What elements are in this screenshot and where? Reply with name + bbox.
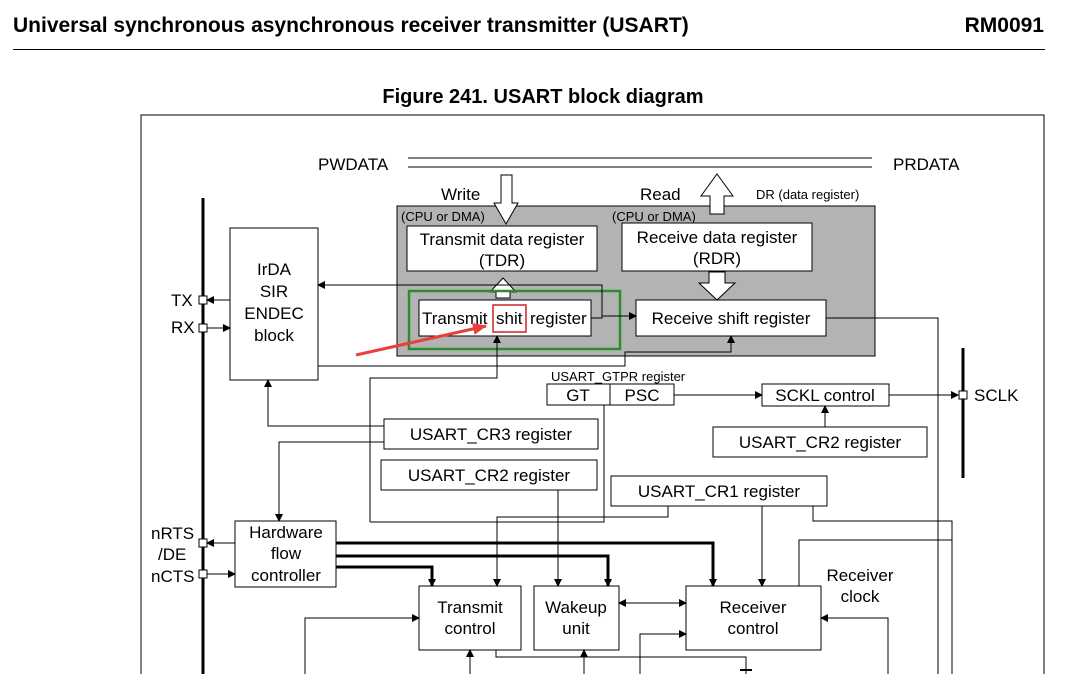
- dr-label: DR (data register): [756, 187, 859, 202]
- wakeup-unit-label-2: unit: [562, 619, 590, 638]
- transmit-shift-register-box: [418, 299, 592, 337]
- irda-label-1: IrDA: [257, 260, 292, 279]
- tdr-abbrev: (TDR): [479, 251, 525, 270]
- tdr-box: [406, 225, 598, 272]
- cr3-label: USART_CR3 register: [410, 425, 573, 444]
- header-rule: [13, 49, 1045, 50]
- write-label: Write: [441, 185, 480, 204]
- hw-flow-controller-box: [234, 520, 337, 588]
- sclk-pin: [958, 390, 968, 400]
- diagram-frame: [140, 114, 1045, 674]
- receiver-control-label-2: control: [727, 619, 778, 638]
- rdr-title: Receive data register: [637, 228, 798, 247]
- green-highlight: [407, 289, 622, 351]
- hw-flow-label-2: flow: [271, 544, 302, 563]
- cr2-left-box: [380, 459, 598, 491]
- sclk-label: SCLK: [974, 386, 1019, 405]
- hw-flow-label-1: Hardware: [249, 523, 323, 542]
- de-label: /DE: [158, 545, 186, 564]
- transmit-control-label-2: control: [444, 619, 495, 638]
- ncts-label: nCTS: [151, 567, 194, 586]
- tx-pin-label: TX: [171, 291, 193, 310]
- tx-pin: [198, 295, 208, 305]
- rx-pin: [198, 323, 208, 333]
- read-arrow: [700, 173, 734, 215]
- transmit-control-box: [418, 585, 522, 651]
- irda-block: [229, 227, 319, 381]
- typo-highlight: [492, 304, 527, 333]
- ncts-pin: [198, 569, 208, 579]
- sckl-control-label: SCKL control: [775, 386, 875, 405]
- irda-label-2: SIR: [260, 282, 288, 301]
- transmit-shift-label-a: Transmit: [422, 309, 488, 328]
- pwdata-label: PWDATA: [318, 155, 389, 174]
- rdr-box: [621, 222, 813, 272]
- rx-pin-label: RX: [171, 318, 195, 337]
- annotation-arrow: [355, 322, 487, 357]
- transmit-control-label-1: Transmit: [437, 598, 503, 617]
- prdata-label: PRDATA: [893, 155, 960, 174]
- transmit-shift-label-b: shit: [496, 309, 523, 328]
- receiver-clock-label-1: Receiver: [826, 566, 893, 585]
- shift-to-rdr-arrow: [697, 271, 737, 301]
- cr1-label: USART_CR1 register: [638, 482, 801, 501]
- document-id: RM0091: [964, 14, 1044, 37]
- receiver-control-box: [685, 585, 822, 651]
- nrts-pin: [198, 538, 208, 548]
- hw-flow-label-3: controller: [251, 566, 321, 585]
- read-label: Read: [640, 185, 681, 204]
- cr3-box: [383, 418, 599, 450]
- gt-label: GT: [566, 386, 590, 405]
- gtpr-label: USART_GTPR register: [551, 369, 686, 384]
- tdr-title: Transmit data register: [420, 230, 585, 249]
- receiver-clock-label-2: clock: [841, 587, 880, 606]
- cpu-dma-tx-label: (CPU or DMA): [401, 209, 485, 224]
- nrts-label: nRTS: [151, 524, 194, 543]
- cr2-left-label: USART_CR2 register: [408, 466, 571, 485]
- receiver-control-label-1: Receiver: [719, 598, 786, 617]
- psc-label: PSC: [625, 386, 660, 405]
- cr1-box: [610, 475, 828, 507]
- transmit-shift-label-c: register: [530, 309, 587, 328]
- wakeup-unit-box: [533, 585, 620, 651]
- cr2-right-box: [712, 426, 928, 458]
- receive-shift-label: Receive shift register: [652, 309, 811, 328]
- irda-label-3: ENDEC: [244, 304, 304, 323]
- rdr-abbrev: (RDR): [693, 249, 741, 268]
- figure-title: Figure 241. USART block diagram: [382, 86, 704, 108]
- irda-label-4: block: [254, 326, 294, 345]
- cpu-dma-rx-label: (CPU or DMA): [612, 209, 696, 224]
- cr2-right-label: USART_CR2 register: [739, 433, 902, 452]
- wakeup-unit-label-1: Wakeup: [545, 598, 607, 617]
- section-title: Universal synchronous asynchronous recei…: [13, 14, 689, 37]
- write-arrow: [493, 174, 519, 226]
